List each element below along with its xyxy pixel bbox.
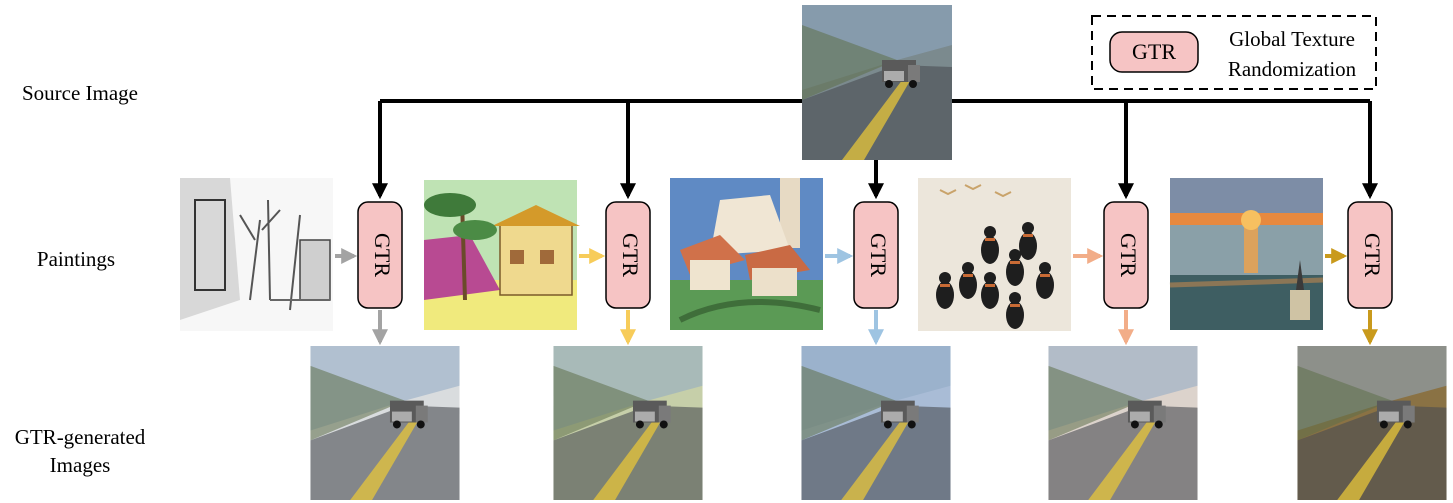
gtr-box-3: GTR (853, 201, 899, 309)
generated-image-3 (801, 346, 951, 500)
gtr-box-label: GTR (1360, 233, 1385, 277)
gtr-box-4: GTR (1103, 201, 1149, 309)
gtr-box-rect (357, 201, 403, 309)
gtr-box-rect (1347, 201, 1393, 309)
gtr-box-rect (853, 201, 899, 309)
gtr-box-5: GTR (1347, 201, 1393, 309)
painting-pencil-sketch (180, 178, 333, 331)
generated-image-5 (1297, 346, 1447, 500)
colored-arrows (335, 248, 1378, 346)
gtr-boxes: GTR GTR GTR GTR GTR (357, 201, 1393, 309)
generated-image-4 (1048, 346, 1198, 500)
gtr-box-rect (1103, 201, 1149, 309)
gtr-box-rect (605, 201, 651, 309)
generated-image-2 (553, 346, 703, 500)
legend-gtr-label: GTR (1132, 39, 1176, 64)
painting-village (670, 178, 823, 330)
legend: GTR Global Texture Randomization (1091, 15, 1377, 90)
painting-sunset-river (1169, 178, 1324, 330)
generated-images-label-line1: GTR-generated (15, 425, 146, 449)
legend-border (1091, 15, 1377, 90)
gtr-box-label: GTR (866, 233, 891, 277)
gtr-box-label: GTR (1116, 233, 1141, 277)
generated-images-label-line2: Images (50, 453, 111, 477)
legend-gtr-box (1109, 31, 1199, 73)
generated-image-1 (310, 346, 460, 500)
gtr-box-2: GTR (605, 201, 651, 309)
source-image-label: Source Image (22, 81, 138, 105)
source-image (802, 5, 952, 160)
gtr-box-label: GTR (370, 233, 395, 277)
gtr-box-label: GTR (618, 233, 643, 277)
painting-temple-pine (424, 180, 580, 330)
painting-cats (918, 178, 1071, 331)
legend-text-line2: Randomization (1228, 57, 1357, 81)
paintings-label: Paintings (37, 247, 115, 271)
gtr-box-1: GTR (357, 201, 403, 309)
legend-text-line1: Global Texture (1229, 27, 1355, 51)
